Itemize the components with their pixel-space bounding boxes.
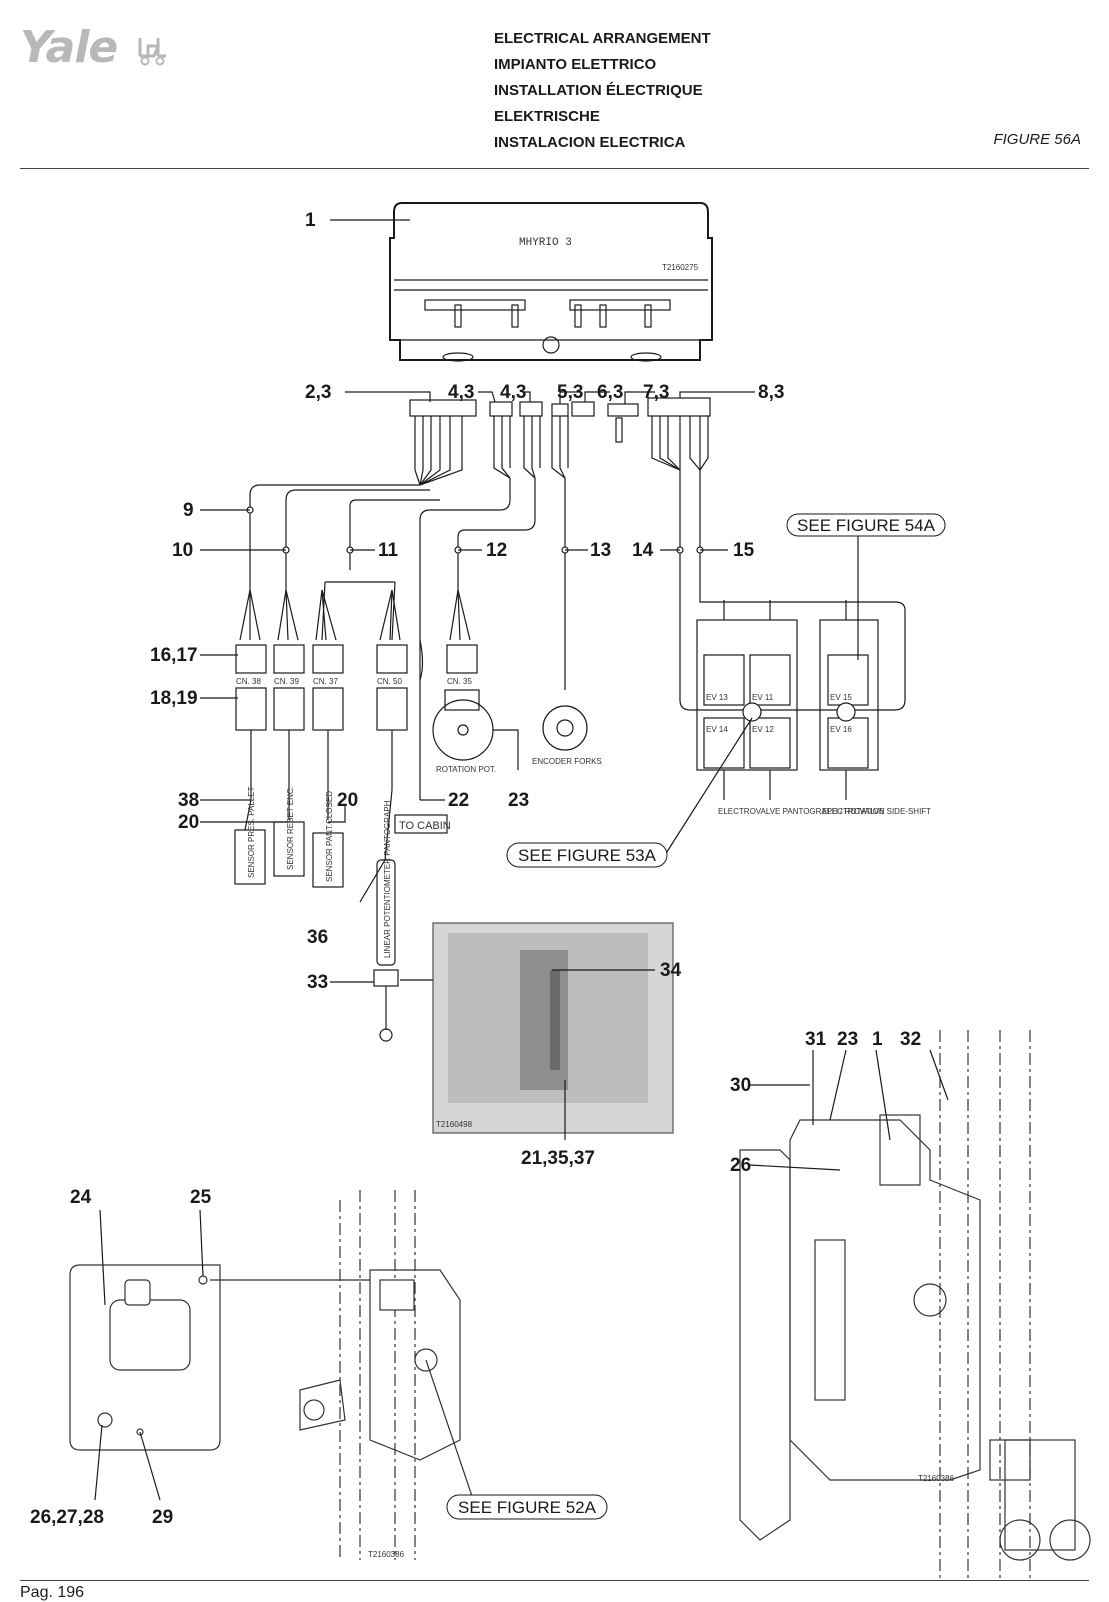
title-es: INSTALACION ELECTRICA xyxy=(494,134,686,151)
connector-cn37: CN. 37 xyxy=(313,677,338,686)
callout-38: 38 xyxy=(178,790,199,811)
callout-33: 33 xyxy=(307,972,328,993)
callout-numbers: 1 2,3 4,3 4,3 5,3 6,3 7,3 8,3 9 10 11 12… xyxy=(30,210,921,1528)
callout-1b: 1 xyxy=(872,1029,883,1050)
mast-left-code: T2160386 xyxy=(368,1550,405,1559)
linear-potentiometer xyxy=(373,859,399,1042)
callout-20b: 20 xyxy=(337,790,358,811)
ev11-label: EV 11 xyxy=(752,693,774,702)
callout-leaders xyxy=(94,219,949,1501)
wire-harness xyxy=(239,416,906,800)
see-figure-52a[interactable]: SEE FIGURE 52A xyxy=(446,1494,608,1520)
callout-2-3: 2,3 xyxy=(305,382,331,403)
title-de: ELEKTRISCHE xyxy=(494,108,600,125)
title-it: IMPIANTO ELETTRICO xyxy=(494,56,657,73)
page-number: Pag. 196 xyxy=(20,1584,85,1601)
ev-pantograph-label: ELECTROVALVE PANTOGRAPH / ROTATION xyxy=(718,807,885,816)
callout-23a: 23 xyxy=(508,790,529,811)
callout-20a: 20 xyxy=(178,812,199,833)
linear-pot-label: LINEAR POTENTIOMETER PANTOGRAPH xyxy=(383,800,392,958)
to-cabin-label: TO CABIN xyxy=(399,820,451,832)
callout-25: 25 xyxy=(190,1187,212,1208)
callout-22: 22 xyxy=(448,790,469,811)
figure-number: FIGURE 56A xyxy=(993,131,1081,148)
callout-12: 12 xyxy=(486,540,507,561)
callout-36: 36 xyxy=(307,927,328,948)
connector-cn38: CN. 38 xyxy=(236,677,261,686)
electrovalve-block xyxy=(696,600,879,800)
callout-26: 26 xyxy=(730,1155,751,1176)
rotation-potentiometer xyxy=(432,699,494,761)
callout-6-3: 6,3 xyxy=(597,382,623,403)
header-divider xyxy=(20,168,1089,169)
ev14-label: EV 14 xyxy=(706,725,728,734)
controller-connectors xyxy=(409,397,711,443)
callout-31: 31 xyxy=(805,1029,827,1050)
ev13-label: EV 13 xyxy=(706,693,728,702)
callout-13: 13 xyxy=(590,540,611,561)
see-figure-54a[interactable]: SEE FIGURE 54A xyxy=(786,513,946,537)
callout-18-19: 18,19 xyxy=(150,688,198,709)
controller-name: MHYRIO 3 xyxy=(519,237,572,249)
mast-assembly-right xyxy=(739,1030,1091,1580)
callout-8-3: 8,3 xyxy=(758,382,784,403)
callout-4-3b: 4,3 xyxy=(500,382,526,403)
footer-divider xyxy=(20,1580,1089,1581)
callout-24: 24 xyxy=(70,1187,92,1208)
callout-29: 29 xyxy=(152,1507,173,1528)
callout-11: 11 xyxy=(378,540,399,561)
component-labels: MHYRIO 3 T2160275 CN. 38 CN. 39 CN. 37 C… xyxy=(236,237,955,1559)
callout-10: 10 xyxy=(172,540,193,561)
callout-23b: 23 xyxy=(837,1029,858,1050)
forklift-icon xyxy=(138,38,166,66)
sensor-connectors xyxy=(235,639,480,861)
yale-logo: Yale xyxy=(20,22,118,73)
callout-16-17: 16,17 xyxy=(150,645,198,666)
connector-cn39: CN. 39 xyxy=(274,677,299,686)
rotation-pot-label: ROTATION POT. xyxy=(436,765,496,774)
callout-4-3a: 4,3 xyxy=(448,382,474,403)
sensor-pant-closed-label: SENSOR PANT.CLOSED xyxy=(325,791,334,882)
sensor-pres-pallet-label: SENSOR PRES. PALLET xyxy=(247,786,256,878)
see-figure-53a[interactable]: SEE FIGURE 53A xyxy=(506,842,668,868)
callout-7-3: 7,3 xyxy=(643,382,669,403)
controller-code: T2160275 xyxy=(662,263,699,272)
ev-sideshift-label: ELECTROVALVE SIDE-SHIFT xyxy=(822,807,931,816)
callout-26-27-28: 26,27,28 xyxy=(30,1507,104,1528)
callout-1: 1 xyxy=(305,210,316,231)
detail-photo xyxy=(400,922,674,1134)
svg-text:SEE FIGURE 52A: SEE FIGURE 52A xyxy=(458,1498,597,1517)
mast-assembly-left xyxy=(299,1190,476,1560)
connector-cn50: CN. 50 xyxy=(377,677,402,686)
encoder-forks-label: ENCODER FORKS xyxy=(532,757,602,766)
photo-code: T2160498 xyxy=(436,1120,473,1129)
encoder-forks xyxy=(542,705,588,751)
title-fr: INSTALLATION ÉLECTRIQUE xyxy=(494,82,703,99)
callout-9: 9 xyxy=(183,500,194,521)
callout-34: 34 xyxy=(660,960,682,981)
callout-5-3: 5,3 xyxy=(557,382,583,403)
callout-15: 15 xyxy=(733,540,755,561)
mast-right-code: T2160386 xyxy=(918,1474,955,1483)
connector-cn35: CN. 35 xyxy=(447,677,472,686)
svg-text:SEE FIGURE 54A: SEE FIGURE 54A xyxy=(797,516,936,535)
inset-detail-left xyxy=(69,1264,370,1451)
sensor-reset-enc-label: SENSOR RESET ENC. xyxy=(286,786,295,870)
ev12-label: EV 12 xyxy=(752,725,774,734)
ev16-label: EV 16 xyxy=(830,725,852,734)
callout-14: 14 xyxy=(632,540,654,561)
callout-32: 32 xyxy=(900,1029,921,1050)
title-block: ELECTRICAL ARRANGEMENT IMPIANTO ELETTRIC… xyxy=(494,26,711,156)
ev15-label: EV 15 xyxy=(830,693,852,702)
callout-21-35-37: 21,35,37 xyxy=(521,1148,595,1169)
controller-unit xyxy=(389,202,713,362)
svg-text:SEE FIGURE 53A: SEE FIGURE 53A xyxy=(518,846,657,865)
callout-30: 30 xyxy=(730,1075,751,1096)
title-en: ELECTRICAL ARRANGEMENT xyxy=(494,30,711,47)
